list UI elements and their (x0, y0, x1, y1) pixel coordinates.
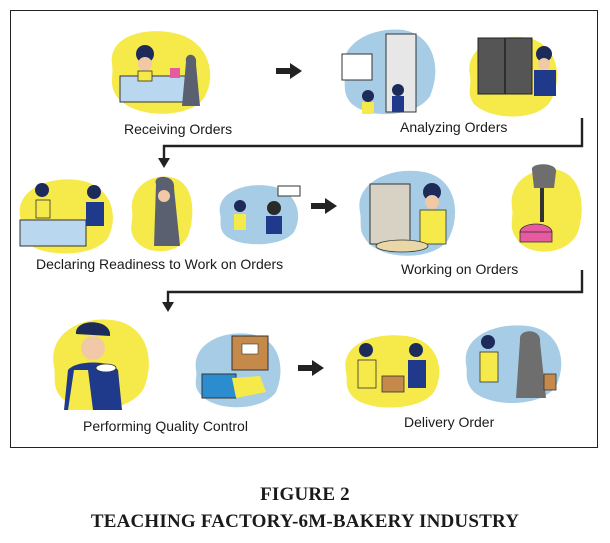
step-label-delivery-order: Delivery Order (404, 414, 495, 430)
delivery-order-illustration-2 (458, 318, 568, 408)
right-arrow-icon (311, 198, 337, 219)
quality-control-illustration (46, 312, 156, 416)
figure-number: FIGURE 2 (260, 484, 350, 505)
readiness-illustration-1 (12, 172, 122, 256)
step-label-quality-control: Performing Quality Control (83, 418, 248, 434)
readiness-illustration-2 (126, 170, 198, 256)
step-label-working-on-orders: Working on Orders (401, 261, 519, 277)
right-arrow-icon (298, 360, 324, 381)
working-on-orders-illustration-1 (352, 162, 462, 260)
chef-hat-icon (136, 45, 154, 63)
readiness-illustration-3 (212, 180, 304, 246)
step-label-declaring-readiness: Declaring Readiness to Work on Orders (36, 256, 284, 272)
working-on-orders-illustration-2 (506, 162, 586, 258)
package-box-icon (231, 335, 269, 371)
right-arrow-icon (276, 63, 302, 84)
step-label-analyzing-orders: Analyzing Orders (400, 119, 508, 135)
delivery-order-illustration-1 (336, 330, 446, 410)
analyzing-orders-illustration-1 (334, 20, 444, 120)
figure-title: TEACHING FACTORY-6M-BAKERY INDUSTRY (90, 511, 520, 532)
step-label-receiving-orders: Receiving Orders (124, 121, 233, 137)
diagram-frame (10, 10, 598, 448)
quality-control-packing-illustration (186, 326, 286, 412)
receiving-orders-illustration (100, 24, 220, 116)
analyzing-orders-illustration-2 (456, 26, 566, 118)
cake-icon (519, 223, 553, 243)
